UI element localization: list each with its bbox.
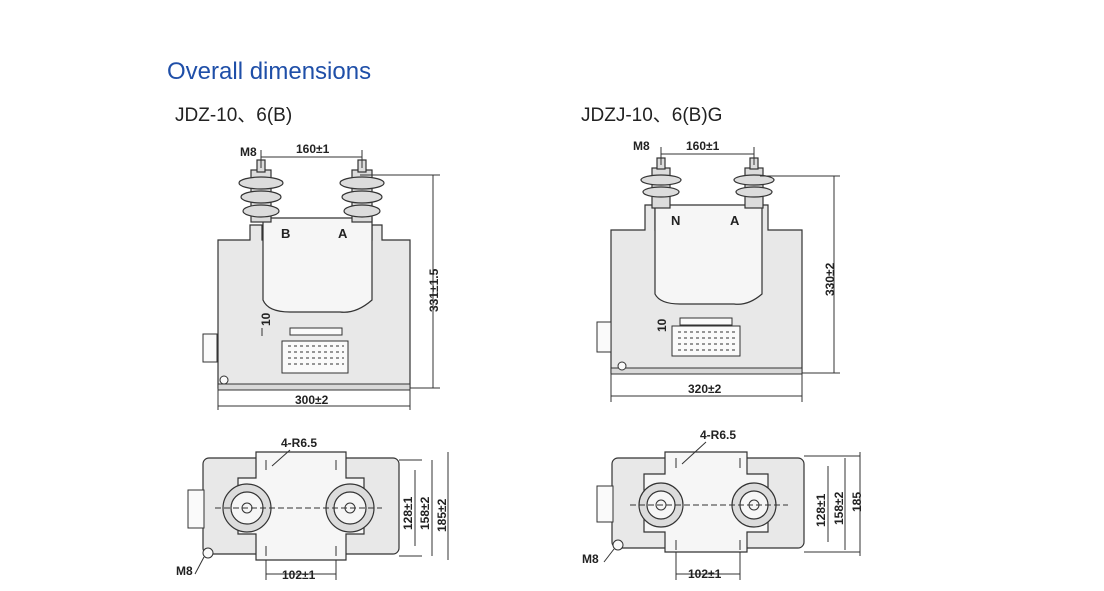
spacing-label: 160±1 — [296, 142, 330, 156]
gap-label-right: 10 — [655, 318, 669, 332]
bolt-label-right: M8 — [633, 139, 650, 153]
insulator-left-1 — [238, 159, 284, 223]
right-top-view: 4-R6.5 128±1 158±2 185 102±1 M8 — [582, 428, 864, 581]
width-label: 300±2 — [295, 393, 329, 407]
model-label-right: JDZJ-10、6(B)G — [581, 105, 723, 126]
model-label-left: JDZ-10、6(B) — [175, 105, 293, 126]
spacing-label-right: 160±1 — [686, 139, 720, 153]
height-label-right: 330±2 — [823, 262, 837, 296]
left-top-view: 4-R6.5 128±1 158±2 185±2 102±1 M8 — [176, 436, 449, 582]
terminal-label-a: A — [338, 226, 348, 241]
terminal-box-right — [596, 321, 612, 353]
dim-128-label: 128±1 — [401, 496, 415, 530]
dim-185-label-right: 185 — [850, 492, 864, 512]
radius-label: 4-R6.5 — [281, 436, 317, 450]
left-front-view: B A M8 160±1 331±1.5 10 300±2 — [202, 142, 441, 410]
right-front-view: N A M8 160±1 330±2 10 320±2 — [596, 139, 840, 402]
height-label: 331±1.5 — [427, 268, 441, 312]
insulator-right-1 — [640, 157, 682, 209]
dim-185-label: 185±2 — [435, 498, 449, 532]
gap-label: 10 — [259, 312, 273, 326]
dim-158-label-right: 158±2 — [832, 491, 846, 525]
radius-label-right: 4-R6.5 — [700, 428, 736, 442]
terminal-box-top-right — [596, 485, 614, 523]
width-label-right: 320±2 — [688, 382, 722, 396]
dim-158-label: 158±2 — [418, 496, 432, 530]
bottom-dim-label: 102±1 — [282, 568, 316, 582]
bolt-label: M8 — [240, 145, 257, 159]
terminal-label-a-right: A — [730, 213, 740, 228]
terminal-box-left — [202, 333, 218, 363]
nameplate-right — [671, 325, 741, 357]
terminal-box-top-left — [187, 489, 205, 529]
bolt-top-label: M8 — [176, 564, 193, 578]
page-title: Overall dimensions — [167, 58, 372, 85]
bolt-top-label-right: M8 — [582, 552, 599, 566]
dim-128-label-right: 128±1 — [814, 493, 828, 527]
terminal-label-b: B — [281, 226, 290, 241]
insulator-left-2 — [339, 159, 385, 223]
terminal-label-n: N — [671, 213, 680, 228]
bottom-dim-label-right: 102±1 — [688, 567, 722, 581]
insulator-right-2 — [733, 157, 775, 209]
